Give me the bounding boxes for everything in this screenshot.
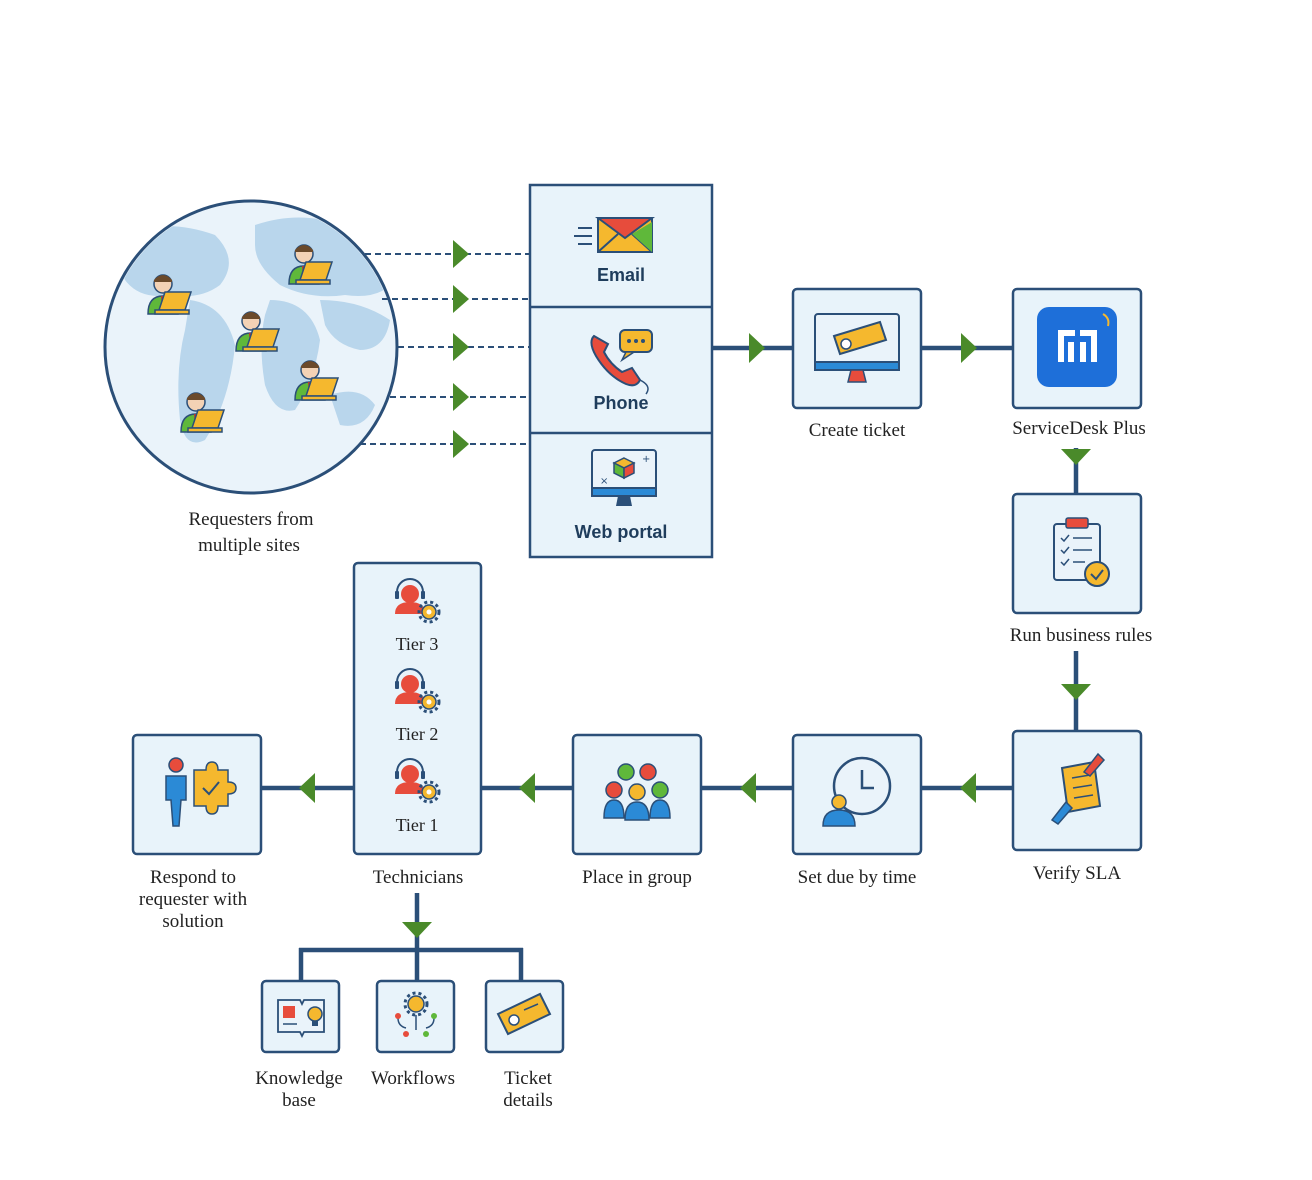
clipboard-check-icon: [1053, 517, 1110, 587]
web-portal-icon: × +: [591, 449, 657, 506]
clock-person-icon: [822, 756, 892, 827]
requesters-label-line1: Requesters from: [188, 509, 313, 530]
tier-3-label: Tier 3: [396, 634, 439, 654]
respond-label-line1: Respond to: [150, 867, 236, 888]
workflow-gear-icon: [395, 991, 437, 1037]
arrow-right-icon: [749, 333, 765, 363]
knowledge-base-label-line1: Knowledge: [255, 1068, 343, 1089]
place-group-label: Place in group: [582, 867, 692, 888]
arrow-right-icon: [453, 240, 469, 268]
ticket-icon: [496, 992, 552, 1036]
arrow-left-icon: [299, 773, 315, 803]
tier-1-label: Tier 1: [396, 815, 439, 835]
svg-text:+: +: [642, 454, 650, 465]
arrow-left-icon: [960, 773, 976, 803]
respond-label-line2: requester with: [139, 889, 248, 910]
channel-label-email: Email: [597, 265, 645, 285]
workflows-label: Workflows: [371, 1068, 455, 1089]
arrow-down-icon: [402, 922, 432, 938]
verify-sla-label: Verify SLA: [1033, 863, 1121, 884]
phone-icon: [590, 329, 653, 395]
document-handshake-icon: [1050, 752, 1106, 825]
resources-connectors: [298, 893, 524, 981]
ticket-details-label-line1: Ticket: [504, 1068, 553, 1089]
create-ticket-label: Create ticket: [809, 420, 906, 441]
svg-text:×: ×: [600, 476, 608, 487]
arrow-right-icon: [453, 333, 469, 361]
technicians-label: Technicians: [373, 867, 463, 888]
arrow-down-icon: [1061, 449, 1091, 465]
monitor-ticket-icon: [814, 313, 900, 383]
person-puzzle-icon: [165, 757, 237, 827]
arrow-left-icon: [519, 773, 535, 803]
business-rules-label: Run business rules: [1010, 625, 1153, 646]
set-due-label: Set due by time: [798, 867, 917, 888]
servicedesk-logo-icon: [1037, 307, 1117, 387]
channel-label-web-portal: Web portal: [575, 522, 668, 542]
arrow-right-icon: [961, 333, 977, 363]
arrow-left-icon: [740, 773, 756, 803]
book-lightbulb-icon: [277, 999, 325, 1039]
channel-label-phone: Phone: [593, 393, 648, 413]
arrow-right-icon: [453, 383, 469, 411]
tier-2-label: Tier 2: [396, 724, 439, 744]
arrow-down-icon: [1061, 684, 1091, 700]
knowledge-base-label-line2: base: [282, 1090, 316, 1111]
technicians-box: [352, 561, 483, 856]
channels-column: Email Phone × + Web portal: [528, 183, 714, 559]
globe-to-channel-connectors: [360, 240, 530, 458]
servicedesk-label: ServiceDesk Plus: [1012, 418, 1146, 439]
respond-label-line3: solution: [162, 911, 224, 932]
arrow-right-icon: [453, 430, 469, 458]
group-icon: [603, 763, 671, 821]
email-icon: [574, 217, 656, 253]
arrow-right-icon: [453, 285, 469, 313]
ticket-details-label-line2: details: [503, 1090, 553, 1111]
requesters-globe: [103, 199, 399, 495]
requesters-label-line2: multiple sites: [198, 535, 300, 556]
